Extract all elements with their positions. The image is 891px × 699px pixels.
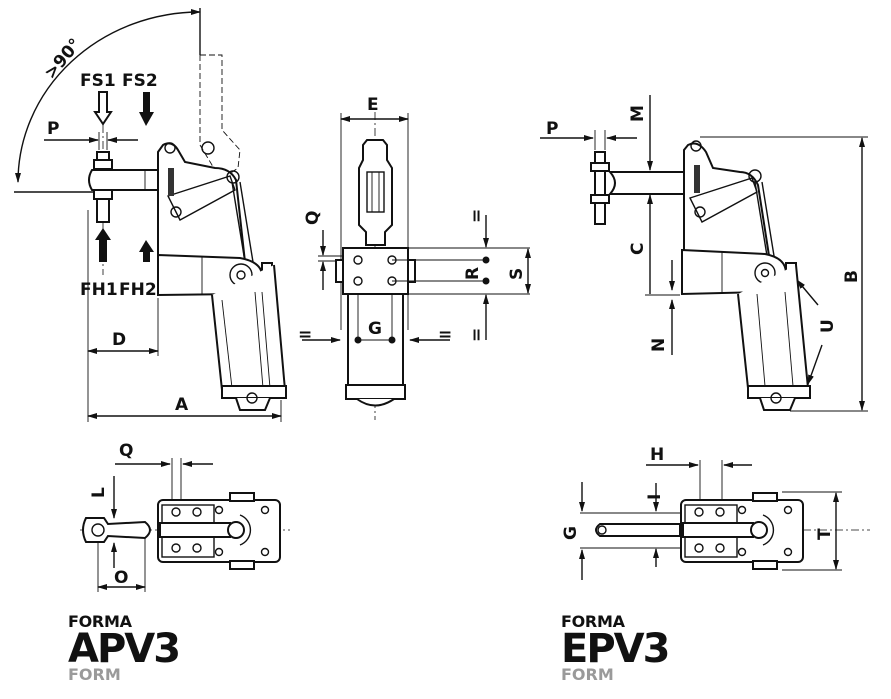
epv-clamp-body [683,142,772,263]
label-eq-left: = [298,325,312,345]
label-fs1: FS1 [80,71,116,91]
epv-side-view: P M C [540,95,868,412]
apv-side-view: >90° FS1 FS2 FH1 FH2 P [14,8,287,422]
top-arm-apv [82,517,151,543]
epv-clamp-arm [607,171,687,195]
label-e: E [367,95,379,115]
epv-top-view: H I G T [561,445,870,580]
label-g-front: G [368,319,382,339]
front-arm [358,139,393,246]
label-c: C [628,243,648,255]
top-arm-epv [595,523,681,537]
angle-arc [15,9,201,183]
caption-suffix: FORM [561,665,614,684]
label-eq-right: = [438,325,452,345]
label-eq-bottom: = [467,328,487,342]
caption-prefix: FORMA [561,612,625,631]
force-arrow-fs2 [139,92,154,126]
front-base-block [342,247,409,295]
label-p: P [47,119,59,139]
label-fh2: FH2 [119,280,157,300]
label-b: B [842,270,862,283]
force-arrow-fh2 [139,240,154,262]
caption-suffix: FORM [68,665,121,684]
label-u: U [818,319,838,333]
label-fs2: FS2 [122,71,158,91]
label-l: L [89,487,109,498]
label-h: H [650,445,664,465]
label-r: R [463,267,483,280]
label-q-front: Q [303,211,323,225]
caption-prefix: FORMA [68,612,132,631]
label-i: I [645,494,665,500]
apv-top-view: Q L O [80,441,290,592]
front-view: E Q = = R S [298,95,531,420]
label-fh1: FH1 [80,280,118,300]
force-arrow-fs1 [93,91,113,126]
label-o: O [114,568,128,588]
angle-label: >90° [41,35,86,83]
label-s: S [507,268,527,280]
label-q-top: Q [119,441,133,461]
label-d: D [112,330,126,350]
caption-apv3: FORMA APV3 FORM [68,612,181,684]
label-p-epv: P [546,119,558,139]
caption-model: APV3 [68,626,181,672]
label-eq-top: = [467,209,487,223]
label-t: T [815,528,835,540]
caption-model: EPV3 [561,626,670,672]
label-a: A [175,395,189,415]
label-n: N [649,338,669,352]
label-m: M [628,105,648,122]
clamp-arm [88,169,159,191]
label-g-top: G [561,526,581,540]
caption-epv3: FORMA EPV3 FORM [561,612,670,684]
